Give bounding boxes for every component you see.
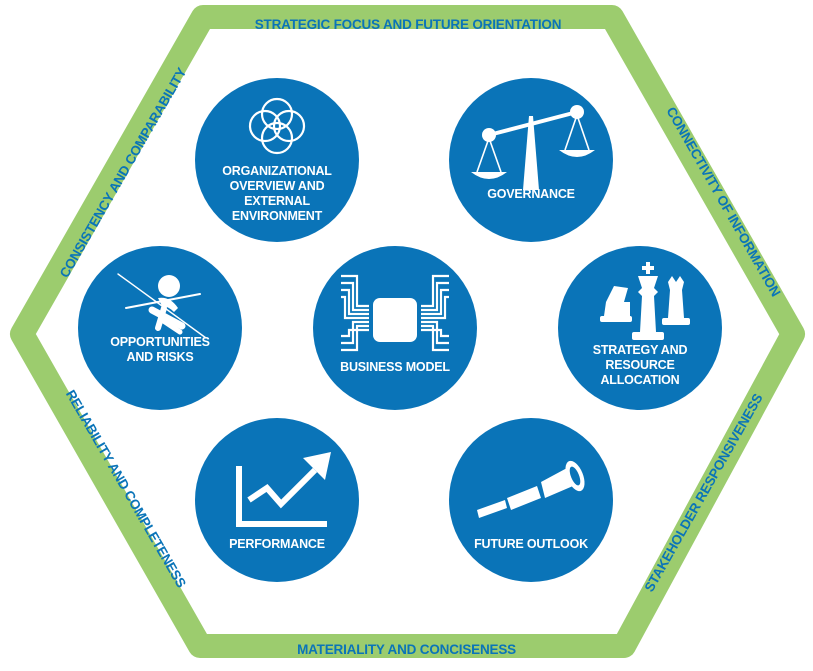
circuit-chip-icon xyxy=(341,274,449,352)
label-performance: PERFORMANCE xyxy=(229,537,325,551)
balance-scale-icon xyxy=(471,105,595,190)
label-future-outlook: FUTURE OUTLOOK xyxy=(474,537,588,551)
label-strategy: STRATEGY AND RESOURCE ALLOCATION xyxy=(592,343,688,387)
circle-strategy: STRATEGY AND RESOURCE ALLOCATION xyxy=(558,246,722,410)
circle-governance: GOVERNANCE xyxy=(449,78,613,242)
circle-performance: PERFORMANCE xyxy=(195,418,359,582)
label-opportunities-risks: OPPORTUNITIES AND RISKS xyxy=(110,335,210,364)
circle-organizational-overview: ORGANIZATIONAL OVERVIEW AND EXTERNAL ENV… xyxy=(195,78,359,242)
circle-future-outlook: FUTURE OUTLOOK xyxy=(449,418,613,582)
circle-business-model: BUSINESS MODEL xyxy=(313,246,477,410)
circle-opportunities-risks: OPPORTUNITIES AND RISKS xyxy=(78,246,242,410)
label-governance: GOVERNANCE xyxy=(487,187,575,201)
edge-label-top: STRATEGIC FOCUS AND FUTURE ORIENTATION xyxy=(255,17,562,32)
telescope-icon xyxy=(477,460,585,518)
chess-pieces-icon xyxy=(600,262,690,340)
label-organizational-overview: ORGANIZATIONAL OVERVIEW AND EXTERNAL ENV… xyxy=(222,164,332,223)
trend-arrow-icon xyxy=(236,452,331,527)
edge-label-bottom: MATERIALITY AND CONCISENESS xyxy=(297,642,516,657)
label-business-model: BUSINESS MODEL xyxy=(340,360,450,374)
tightrope-walker-icon xyxy=(117,273,207,339)
overlapping-circles-icon xyxy=(248,97,306,155)
